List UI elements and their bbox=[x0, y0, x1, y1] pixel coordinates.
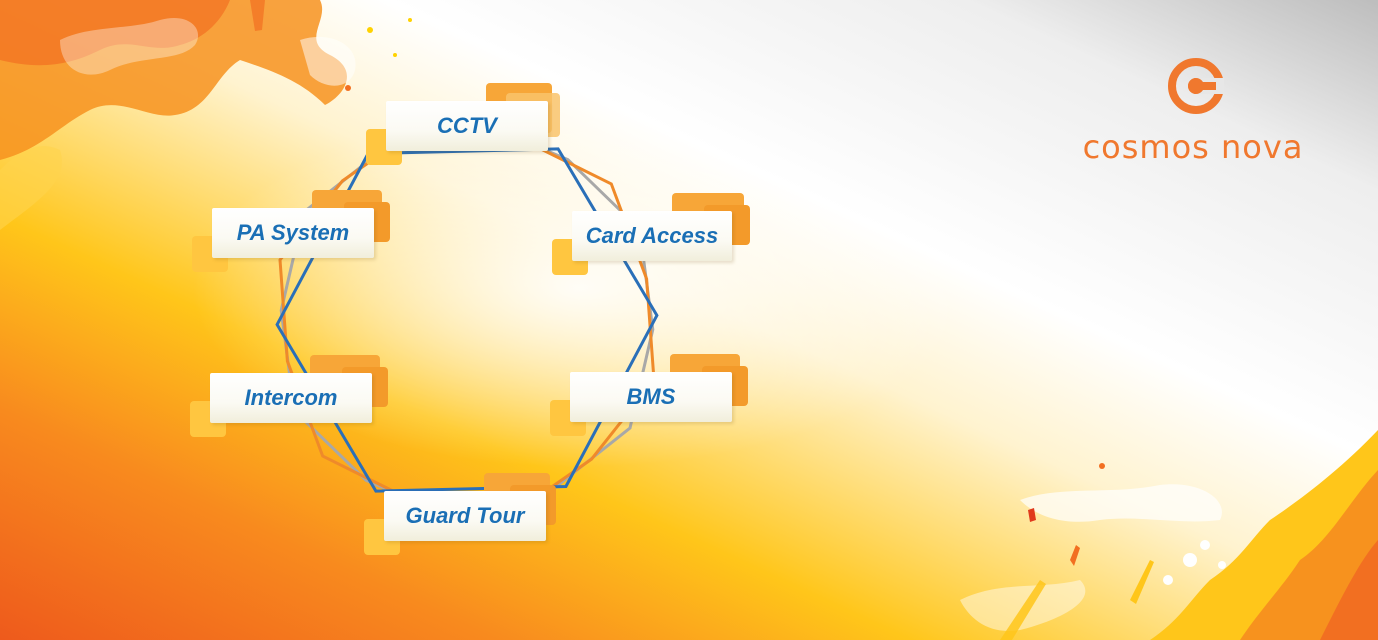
node-card: Guard Tour bbox=[384, 491, 546, 541]
node-label-cctv: CCTV bbox=[437, 113, 497, 138]
cosmos-nova-c-icon bbox=[1168, 58, 1224, 114]
node-card-access: Card Access bbox=[552, 193, 750, 275]
ring-line-orange bbox=[278, 122, 656, 518]
logo: cosmos nova bbox=[1062, 58, 1324, 178]
node-bms: BMS bbox=[550, 354, 748, 436]
node-label-intercom: Intercom bbox=[244, 385, 338, 410]
node-label-card-access: Card Access bbox=[585, 223, 719, 248]
node-label-bms: BMS bbox=[626, 384, 676, 409]
node-label-guard-tour: Guard Tour bbox=[405, 503, 525, 528]
node-card: Card Access bbox=[572, 211, 732, 261]
node-pa-system: PA System bbox=[192, 190, 390, 272]
node-guard-tour: Guard Tour bbox=[364, 473, 556, 555]
node-card: CCTV bbox=[386, 101, 548, 151]
node-cctv: CCTV bbox=[366, 83, 560, 165]
logo-wordmark: cosmos nova bbox=[1082, 128, 1304, 166]
node-card: BMS bbox=[570, 372, 732, 422]
node-label-pa-system: PA System bbox=[236, 220, 350, 245]
ring-line-gray bbox=[279, 119, 655, 521]
node-card: PA System bbox=[212, 208, 374, 258]
node-card: Intercom bbox=[210, 373, 372, 423]
node-intercom: Intercom bbox=[190, 355, 388, 437]
